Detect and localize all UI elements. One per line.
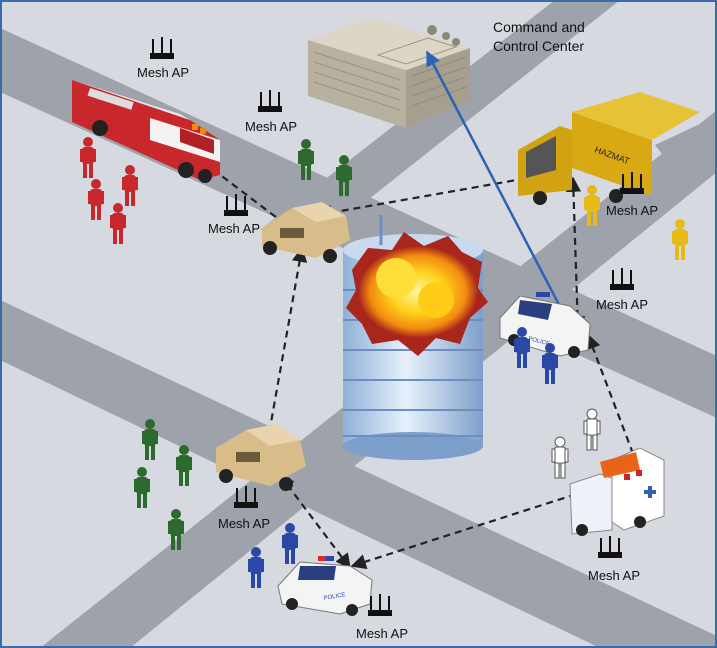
ambulance: [569, 447, 665, 536]
fire-truck: [72, 80, 220, 183]
police-car-1-text: POLICE: [527, 336, 550, 347]
command-link: [425, 50, 569, 322]
police-car-2-text: POLICE: [323, 592, 346, 602]
mesh-ap-1: Mesh AP: [137, 37, 189, 80]
mesh-ap-icon: [598, 536, 622, 558]
mesh-ap-label-6: Mesh AP: [218, 516, 270, 531]
mesh-ap-label-2: Mesh AP: [245, 119, 297, 134]
humvee-2: [216, 424, 306, 491]
command-center-title-line2: Control Center: [493, 38, 584, 54]
mesh-ap-icon: [620, 172, 644, 194]
mesh-ap-label-8: Mesh AP: [356, 626, 408, 641]
mesh-ap-2: Mesh AP: [245, 90, 297, 134]
road-right-stub: [655, 116, 717, 190]
mesh-ap-3: Mesh AP: [208, 194, 260, 236]
mesh-ap-7: Mesh AP: [588, 536, 640, 583]
mesh-ap-icon: [224, 194, 248, 216]
mesh-ap-label-3: Mesh AP: [208, 221, 260, 236]
link-hazmat-police1: [565, 176, 586, 332]
mesh-ap-4: Mesh AP: [606, 172, 658, 218]
link-police1-ambulance: [585, 333, 643, 474]
command-center-title-line1: Command and: [493, 19, 585, 35]
mesh-ap-label-5: Mesh AP: [596, 297, 648, 312]
mesh-ap-icon: [368, 594, 392, 616]
mesh-ap-label-4: Mesh AP: [606, 203, 658, 218]
mesh-ap-icon: [258, 90, 282, 112]
mesh-ap-label-1: Mesh AP: [137, 65, 189, 80]
mesh-ap-icon: [234, 486, 258, 508]
humvee-1: [262, 202, 350, 263]
mesh-ap-icon: [610, 268, 634, 290]
police-car-2: POLICE: [277, 556, 373, 616]
mesh-ap-icon: [150, 37, 174, 59]
mesh-ap-label-7: Mesh AP: [588, 568, 640, 583]
link-humvee2-police2: [279, 473, 351, 570]
mesh-ap-6: Mesh AP: [218, 486, 270, 531]
mesh-ap-8: Mesh AP: [356, 594, 408, 641]
mesh-ap-5: Mesh AP: [596, 268, 648, 312]
